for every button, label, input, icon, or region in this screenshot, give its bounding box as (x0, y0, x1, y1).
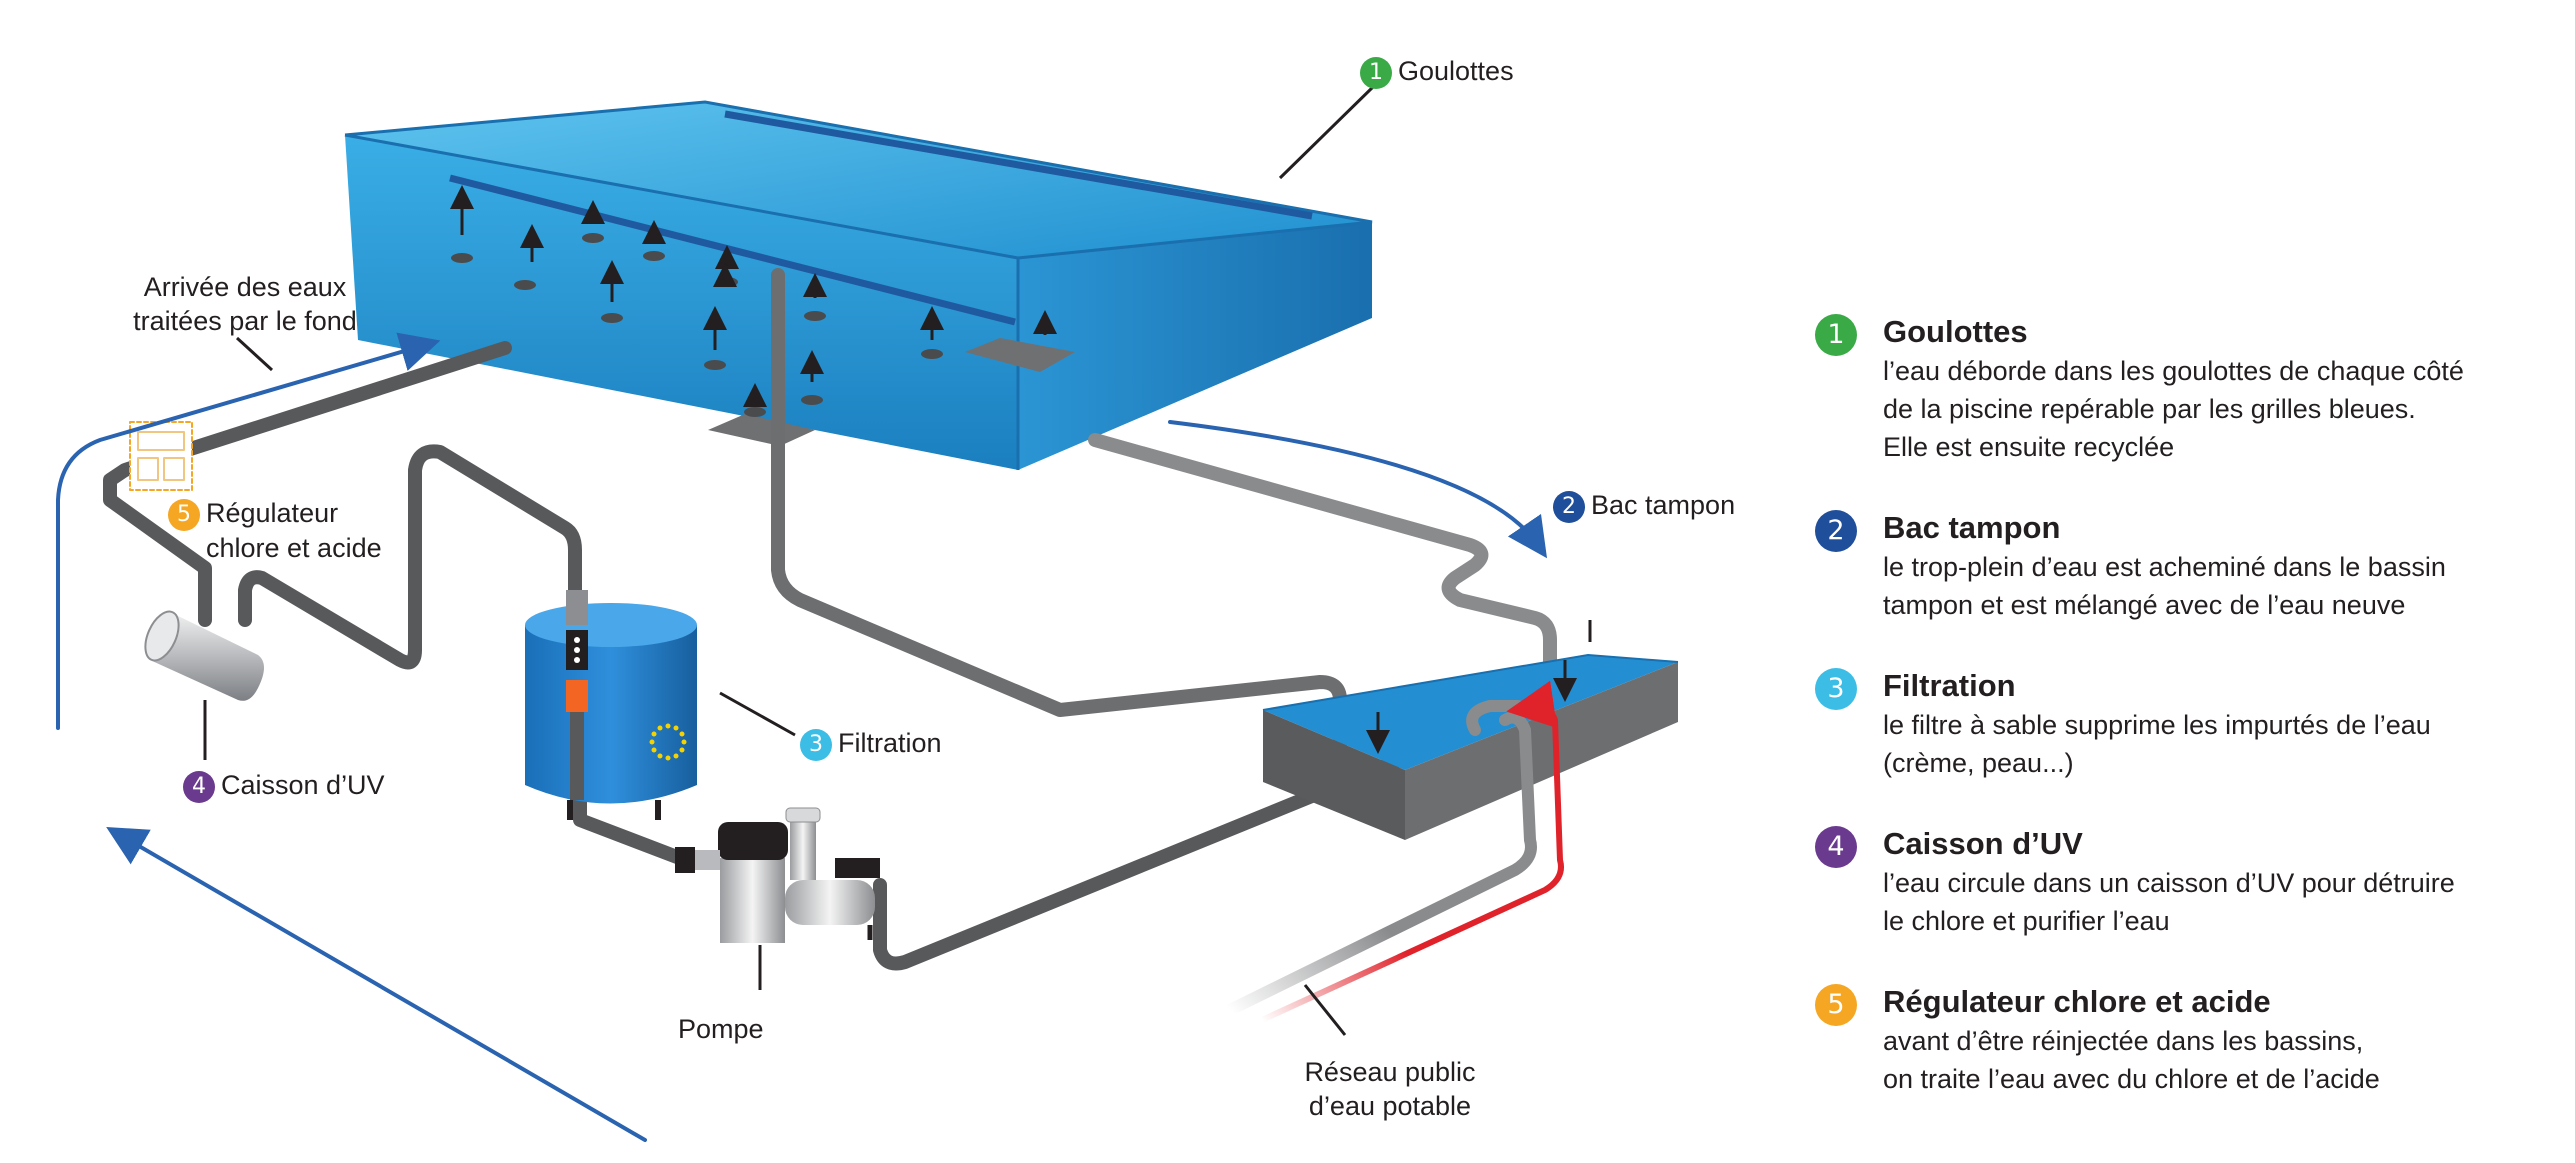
legend-desc: le filtre à sable supprime les impurtés … (1883, 710, 2431, 778)
legend-title: Filtration (1883, 668, 2016, 703)
buffer-tank (1262, 620, 1679, 840)
arrow-bottom (106, 826, 647, 1142)
legend-item-bac-tampon: 2 Bac tampon le trop-plein d’eau est ach… (1815, 508, 2555, 624)
callout-lines (235, 83, 1377, 1036)
legend-title: Caisson d’UV (1883, 826, 2083, 861)
number-badge-4: 4 (183, 770, 215, 803)
pipe-uv-to-filter (238, 444, 582, 670)
filter-tank (525, 590, 796, 820)
pipe-overflow-to-buffer (1088, 433, 1557, 707)
uv-chamber (144, 610, 264, 760)
legend-badge-1: 1 (1815, 314, 1857, 356)
legend-desc: l’eau déborde dans les goulottes de chaq… (1883, 356, 2464, 462)
pool-right-face (1018, 222, 1372, 470)
number-badge-2: 2 (1553, 490, 1585, 523)
label-caisson-text: Caisson d’UV (221, 770, 385, 800)
legend-badge-3: 3 (1815, 668, 1857, 710)
label-regulateur-line2: chlore et acide (206, 532, 382, 563)
label-arrivee-line2: traitées par le fond (133, 306, 357, 336)
pipe-drain-to-buffer (771, 268, 1347, 762)
pool-front-face (345, 135, 1018, 470)
number-badge-5: 5 (168, 498, 200, 531)
legend-badge-5: 5 (1815, 984, 1857, 1026)
legend-desc: le trop-plein d’eau est acheminé dans le… (1883, 552, 2446, 620)
legend-item-goulottes: 1 Goulottes l’eau déborde dans les goulo… (1815, 312, 2555, 466)
drain-left (708, 414, 815, 446)
legend-title: Régulateur chlore et acide (1883, 984, 2271, 1019)
legend-desc: avant d’être réinjectée dans les bassins… (1883, 1026, 2380, 1094)
legend-badge-2: 2 (1815, 510, 1857, 552)
floor-inlets (451, 233, 943, 417)
legend-badge-4: 4 (1815, 826, 1857, 868)
legend-title: Goulottes (1883, 314, 2028, 349)
label-filtration-text: Filtration (838, 728, 942, 758)
label-arrivee-line1: Arrivée des eaux (143, 272, 347, 302)
flow-arrows (56, 332, 1548, 1142)
pool (344, 100, 1373, 470)
legend: 1 Goulottes l’eau déborde dans les goulo… (1815, 312, 2555, 1140)
pipe-filter-to-pump (573, 793, 697, 869)
number-badge-1: 1 (1360, 56, 1392, 89)
legend-item-filtration: 3 Filtration le filtre à sable supprime … (1815, 666, 2555, 782)
number-badge-3: 3 (800, 728, 832, 761)
label-regulateur-line1: Régulateur (206, 498, 339, 528)
label-reseau-line2: d’eau potable (1308, 1091, 1472, 1121)
drain-right (965, 338, 1075, 372)
legend-item-caisson-uv: 4 Caisson d’UV l’eau circule dans un cai… (1815, 824, 2555, 940)
legend-title: Bac tampon (1883, 510, 2061, 545)
pump (675, 807, 880, 990)
city-water-red (1259, 680, 1564, 1023)
pool-water-surface (345, 102, 1372, 258)
legend-desc: l’eau circule dans un caisson d’UV pour … (1883, 868, 2455, 936)
gutter-right (724, 110, 1313, 220)
arrow-overflow (1168, 420, 1548, 559)
label-goulottes-text: Goulottes (1398, 56, 1514, 86)
legend-item-regulateur: 5 Régulateur chlore et acide avant d’êtr… (1815, 982, 2555, 1098)
label-pompe: Pompe (678, 1014, 764, 1044)
label-arrivee: Arrivée des eaux traitées par le fond (130, 270, 360, 338)
arrow-return-to-pool (56, 332, 441, 730)
label-reseau: Réseau public d’eau potable (1275, 1055, 1505, 1123)
floor-inlet-arrows (450, 185, 1057, 407)
label-reseau-line1: Réseau public (1304, 1057, 1476, 1087)
label-bac-tampon-text: Bac tampon (1591, 490, 1736, 520)
